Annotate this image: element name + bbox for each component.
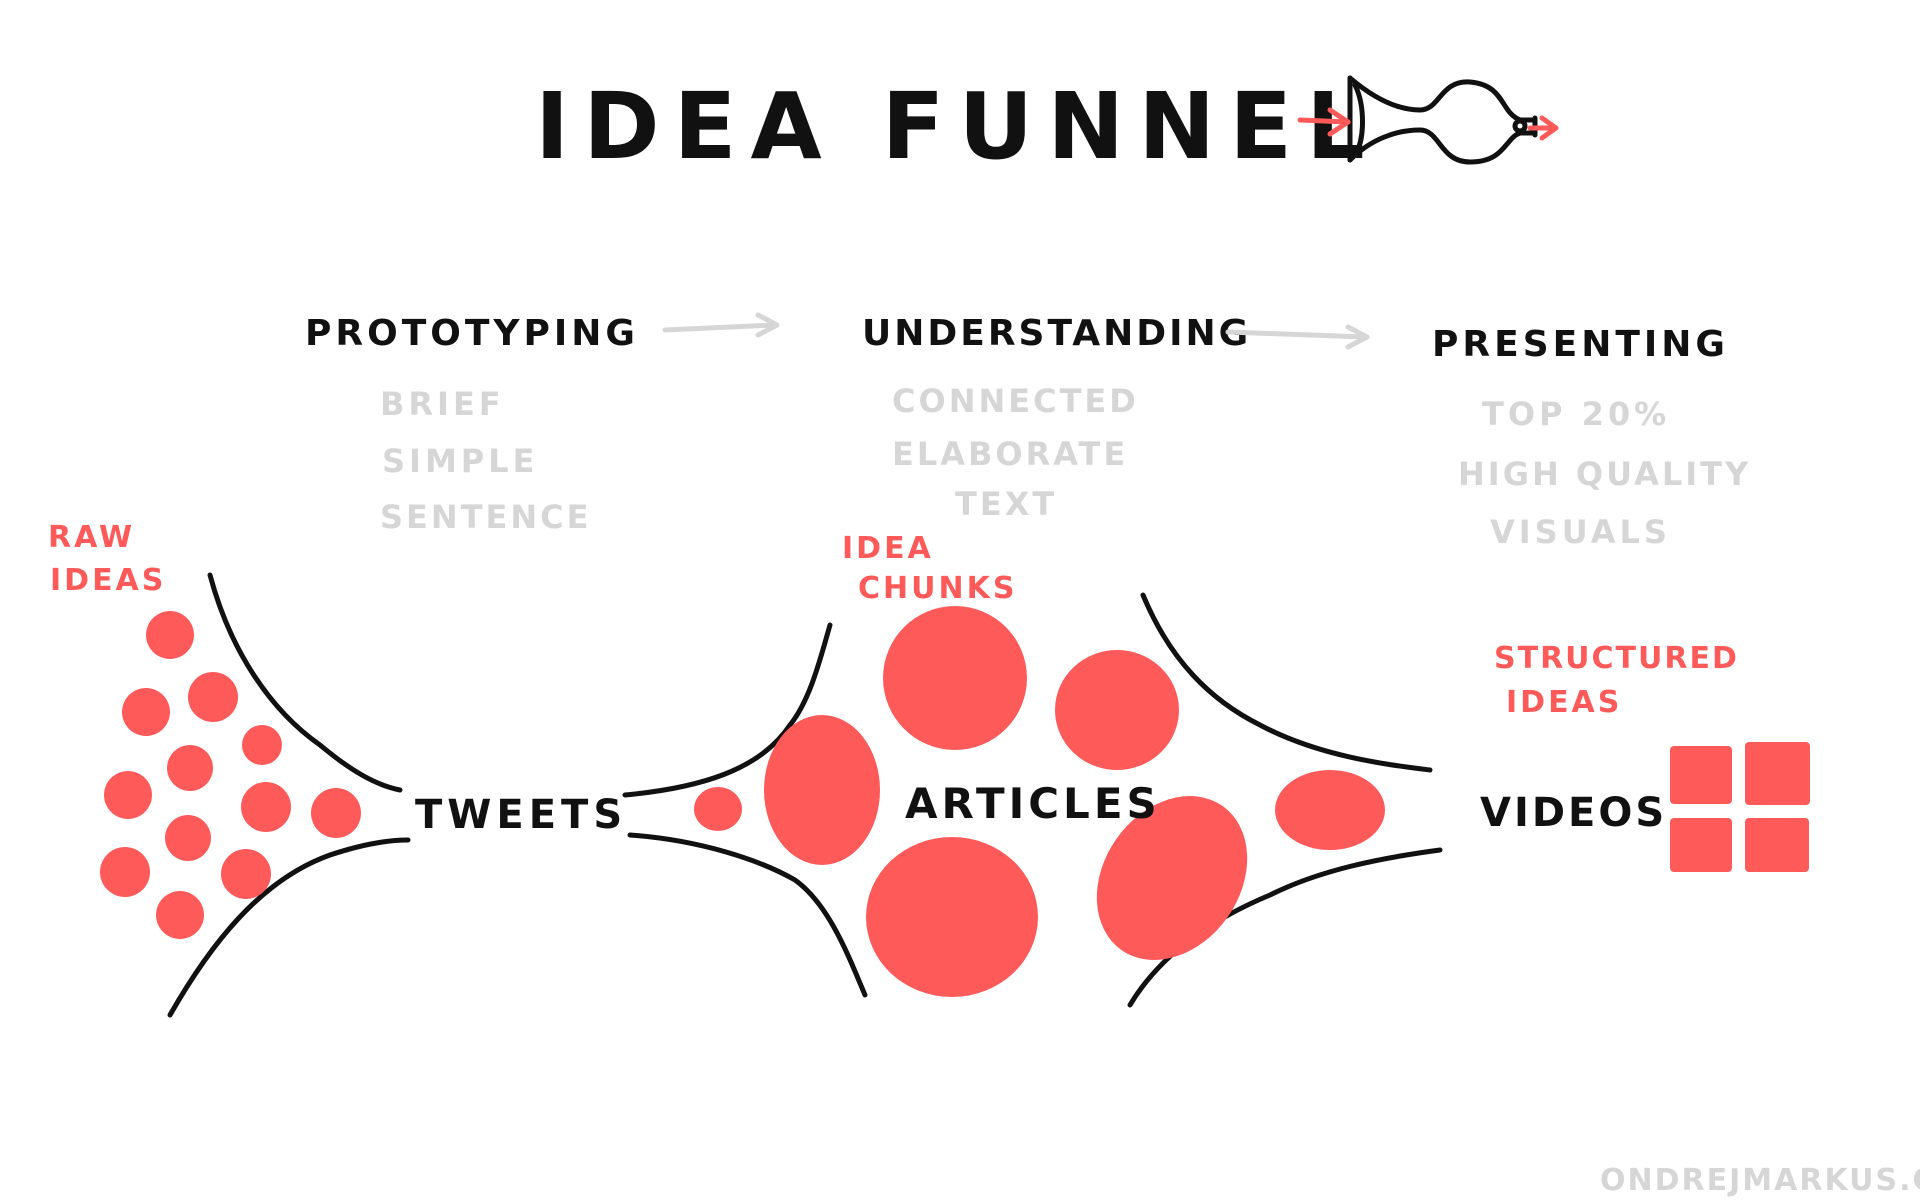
- raw-idea-dot: [156, 891, 204, 939]
- annotation-structured-ideas: IDEAS: [1506, 685, 1622, 720]
- arrow-right-icon: [1297, 107, 1559, 141]
- annotation-structured-ideas: STRUCTURED: [1494, 641, 1739, 676]
- structured-idea-blocks: [1670, 742, 1810, 872]
- stage-heading-understanding: UNDERSTANDING: [862, 313, 1251, 354]
- raw-idea-dot: [188, 672, 238, 722]
- idea-chunk: [764, 715, 880, 865]
- trait-text: ELABORATE: [892, 435, 1128, 473]
- trait-text: CONNECTED: [892, 382, 1139, 420]
- annotation-idea-chunks: IDEA: [842, 531, 934, 566]
- trait-text: TOP 20%: [1482, 395, 1670, 433]
- idea-chunk: [1275, 770, 1385, 850]
- trait-text: TEXT: [955, 485, 1057, 523]
- trait-text: HIGH QUALITY: [1458, 455, 1751, 493]
- funnel-icon: [1347, 75, 1538, 165]
- output-label-tweets: TWEETS: [415, 792, 627, 838]
- footer-credit: ONDREJMARKUS.COM: [1600, 1163, 1920, 1198]
- raw-idea-dots: [100, 611, 361, 939]
- output-label-videos: VIDEOS: [1480, 790, 1667, 836]
- raw-idea-dot: [165, 815, 211, 861]
- raw-idea-dot: [122, 688, 170, 736]
- funnel-curves: [167, 572, 1443, 1018]
- raw-idea-dot: [104, 771, 152, 819]
- annotation-raw-ideas: RAW: [48, 520, 135, 555]
- stage-heading-prototyping: PROTOTYPING: [305, 313, 639, 354]
- idea-chunks: [694, 606, 1385, 997]
- annotation-idea-chunks: CHUNKS: [858, 571, 1017, 606]
- raw-idea-dot: [241, 782, 291, 832]
- idea-chunk: [883, 606, 1027, 750]
- trait-text: SIMPLE: [382, 442, 539, 480]
- output-label-articles: ARTICLES: [905, 779, 1161, 828]
- structured-idea-block: [1745, 742, 1810, 805]
- trait-text: VISUALS: [1490, 513, 1671, 551]
- stage-arrow: [1225, 324, 1370, 350]
- structured-idea-block: [1745, 818, 1809, 872]
- stage-arrow: [662, 312, 780, 338]
- idea-chunk: [866, 837, 1038, 997]
- raw-idea-dot: [146, 611, 194, 659]
- stage-heading-presenting: PRESENTING: [1432, 324, 1729, 365]
- raw-idea-dot: [242, 725, 282, 765]
- idea-chunk: [1096, 796, 1248, 960]
- page-title: IDEA FUNNEL: [535, 73, 1379, 180]
- raw-idea-dot: [311, 788, 361, 838]
- trait-text: BRIEF: [380, 385, 505, 423]
- structured-idea-block: [1670, 818, 1732, 872]
- raw-idea-dot: [100, 847, 150, 897]
- idea-chunk: [694, 787, 742, 831]
- raw-idea-dot: [221, 849, 271, 899]
- idea-chunk: [1055, 650, 1179, 770]
- structured-idea-block: [1670, 746, 1732, 804]
- trait-text: SENTENCE: [380, 498, 592, 536]
- annotation-raw-ideas: IDEAS: [50, 563, 166, 598]
- raw-idea-dot: [167, 745, 213, 791]
